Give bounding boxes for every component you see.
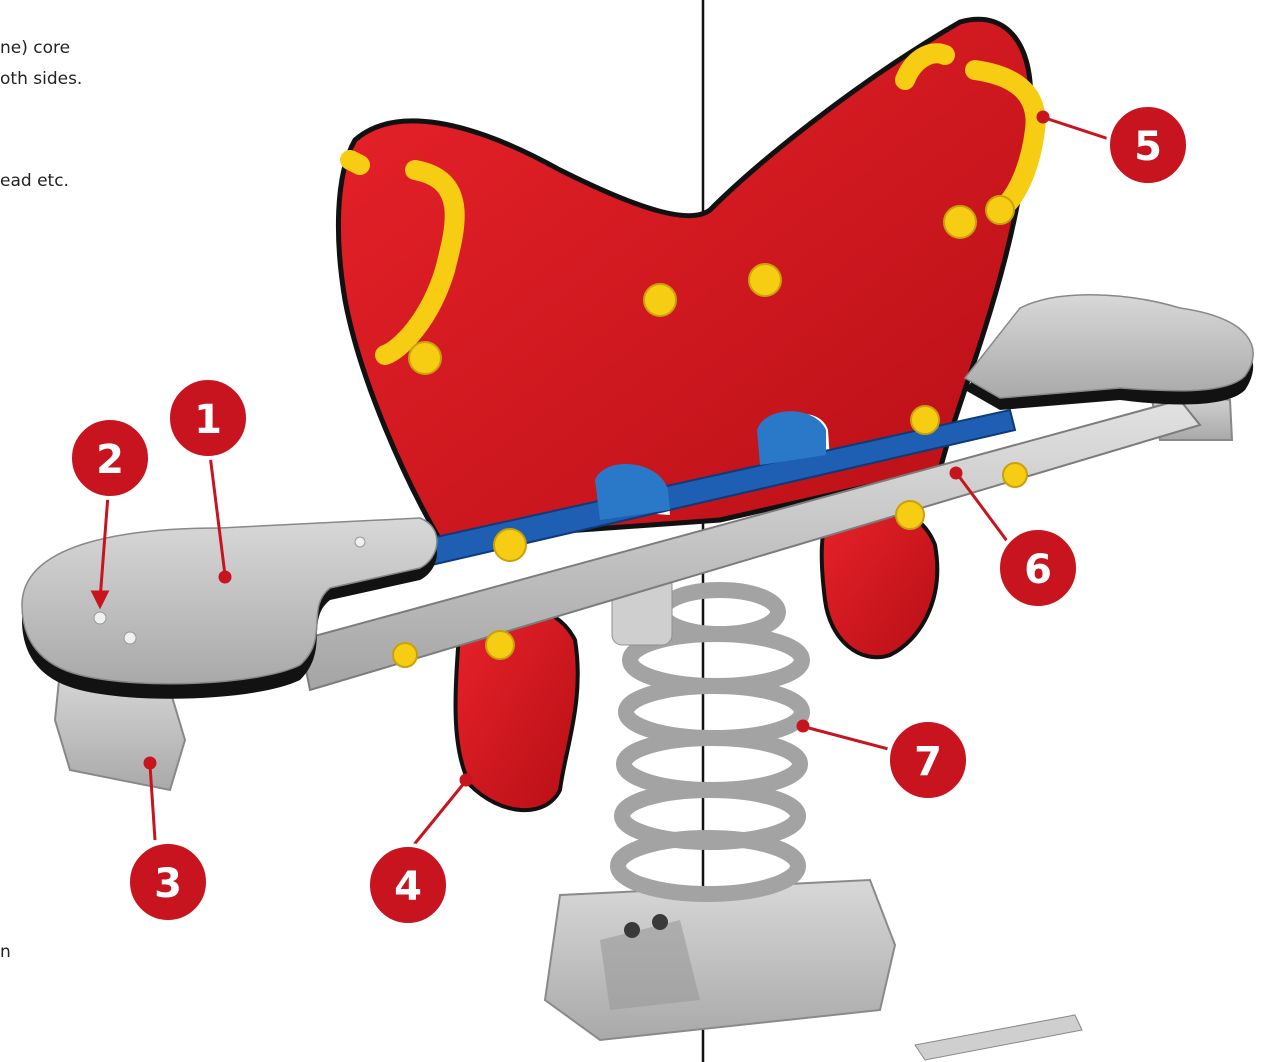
mounting-plate <box>915 1015 1082 1060</box>
callout-5-label: 5 <box>1134 124 1162 170</box>
callout-3: 3 <box>128 842 208 922</box>
seat-right-platform <box>965 295 1253 398</box>
callout-6: 6 <box>998 528 1078 608</box>
callout-4-label: 4 <box>394 864 422 910</box>
callout-4: 4 <box>368 845 448 925</box>
callout-3-label: 3 <box>154 861 182 907</box>
callout-1-label: 1 <box>194 397 222 443</box>
callout-5: 5 <box>1108 105 1188 185</box>
callout-2-label: 2 <box>96 437 124 483</box>
callout-7: 7 <box>888 720 968 800</box>
callout-2: 2 <box>70 418 150 498</box>
callout-1: 1 <box>168 378 248 458</box>
base-plate <box>545 880 895 1040</box>
callout-7-label: 7 <box>914 739 942 785</box>
callout-6-label: 6 <box>1024 547 1052 593</box>
